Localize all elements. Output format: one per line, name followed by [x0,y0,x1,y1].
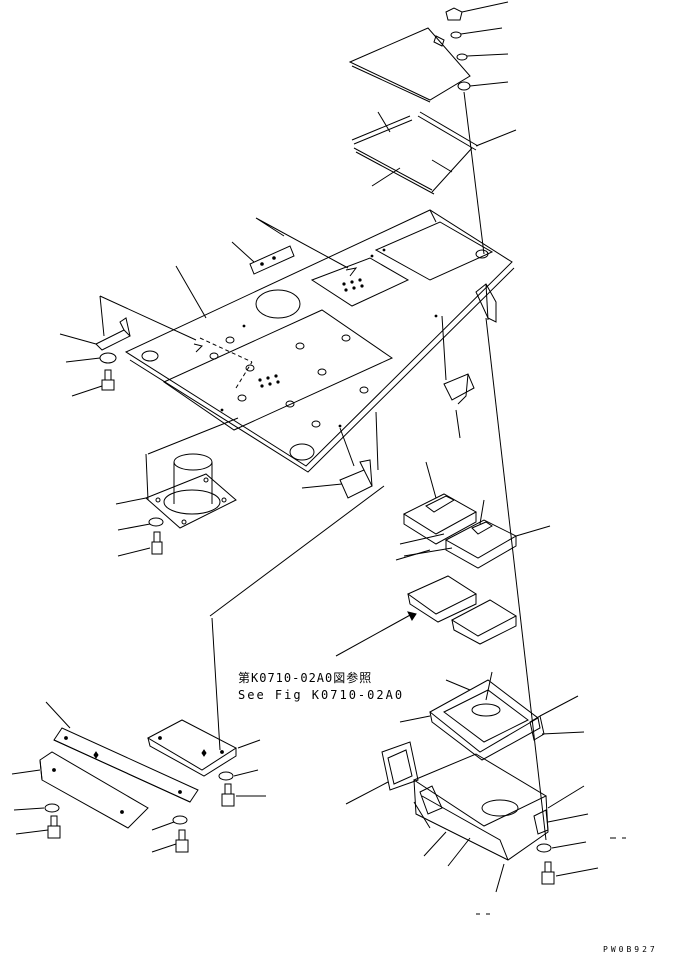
bracket-right-hinge [476,284,496,322]
boot-bellows [146,454,236,528]
cover-plate-top [350,28,470,102]
washer-box [537,844,551,852]
bracket-left [96,318,130,350]
bottom-plate-right [148,720,236,776]
mat-upper-right [446,520,516,568]
mat-lower-left [408,576,476,622]
washer-bottom-left [45,804,59,812]
washer-bottom-right [219,772,233,780]
bracket-upper [250,246,294,274]
bracket-mid-center [340,460,372,498]
washer-left [100,353,116,363]
drawing-code: PW0B927 [603,945,658,954]
washer-boot [149,518,163,526]
bolt-bottom-right [222,784,234,806]
mat-upper-left [404,494,476,544]
washer-top-1 [451,32,461,38]
bracket-mid-right [444,374,474,404]
bottom-plate-long [54,728,198,802]
washer-top-2 [457,54,467,60]
bolt-boot [152,532,162,554]
box-lid [430,680,544,760]
floor-plate [126,210,514,472]
bolt-box [542,862,554,884]
seal-strips [352,112,516,194]
bolt-left [102,370,114,390]
reference-text-jp: 第K0710-02A0図参照 [238,670,372,685]
bolt-bottom-left [48,816,60,838]
bolt-bottom-mid [176,830,188,852]
bottom-plate-left [40,752,148,828]
reference-text-en: See Fig K0710-02A0 [238,688,405,702]
washer-top-3 [458,82,470,90]
cap-screw-top [446,2,508,20]
mat-lower-right [452,600,516,644]
washer-bottom-mid [173,816,187,824]
box-body [414,754,548,860]
gasket-frame [382,742,418,790]
